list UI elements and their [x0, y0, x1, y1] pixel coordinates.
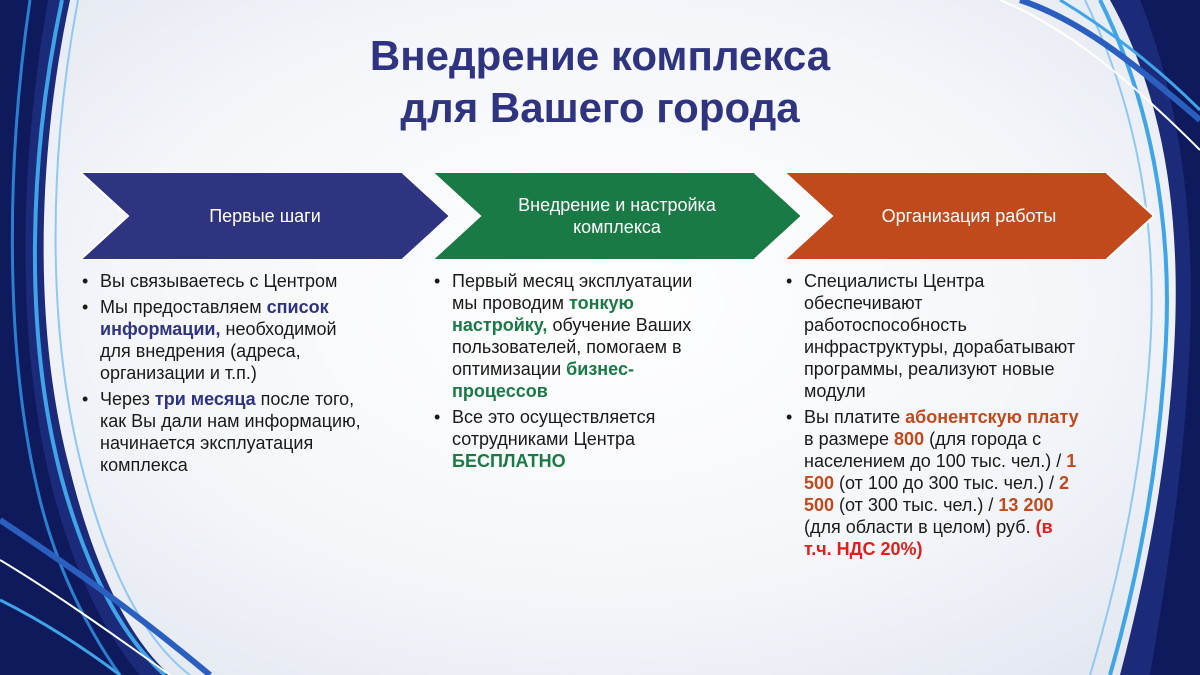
highlight-business-processes: бизнес-процессов: [452, 359, 634, 401]
bullet-first-month: Первый месяц эксплуатации мы проводим то…: [434, 270, 720, 402]
highlight-free: БЕСПЛАТНО: [452, 451, 566, 471]
price-800: 800: [894, 429, 925, 449]
highlight-three-months: три месяца: [154, 389, 256, 409]
bullet-three-months: Через три месяца после того, как Вы дали…: [82, 388, 368, 476]
step-label-first-steps: Первые шаги: [209, 206, 321, 226]
bullet-contact-center: Вы связываетесь с Центром: [82, 270, 368, 292]
bullet-subscription-fee: Вы платите абонентскую плату в размере 8…: [786, 406, 1082, 560]
title-line-1: Внедрение комплекса: [369, 32, 831, 79]
title-line-2: для Вашего города: [400, 84, 800, 131]
bullet-free-of-charge: Все это осуществляется сотрудниками Цент…: [434, 406, 720, 472]
step-arrow-first-steps: Первые шаги: [80, 172, 450, 260]
price-2500: 2 500: [804, 473, 1069, 515]
column-implementation: Первый месяц эксплуатации мы проводим то…: [430, 270, 720, 476]
chevron-shape: [432, 172, 802, 260]
column-first-steps: Вы связываетесь с Центром Мы предоставля…: [78, 270, 368, 480]
step-label-implementation: Внедрение и настройка комплекса: [518, 195, 716, 237]
chevron-shape: [80, 172, 450, 260]
page-title: Внедрение комплекса для Вашего города: [200, 30, 1000, 134]
vat-note: (в т.ч. НДС 20%): [804, 517, 1053, 559]
column-organization: Специалисты Центра обеспечивают работосп…: [782, 270, 1082, 564]
price-1500: 1 500: [804, 451, 1077, 493]
highlight-subscription-fee: абонентскую плату: [905, 407, 1079, 427]
step-label-organization: Организация работы: [881, 206, 1057, 226]
step-arrow-organization: Организация работы: [784, 172, 1154, 260]
highlight-fine-tuning: тонкую настройку,: [452, 293, 634, 335]
step-arrow-implementation: Внедрение и настройка комплекса: [432, 172, 802, 260]
chevron-shape: [784, 172, 1154, 260]
bullet-specialists: Специалисты Центра обеспечивают работосп…: [786, 270, 1082, 402]
price-13200: 13 200: [998, 495, 1054, 515]
bullet-provide-list: Мы предоставляем список информации, необ…: [82, 296, 368, 384]
highlight-info-list: список информации,: [100, 297, 329, 339]
